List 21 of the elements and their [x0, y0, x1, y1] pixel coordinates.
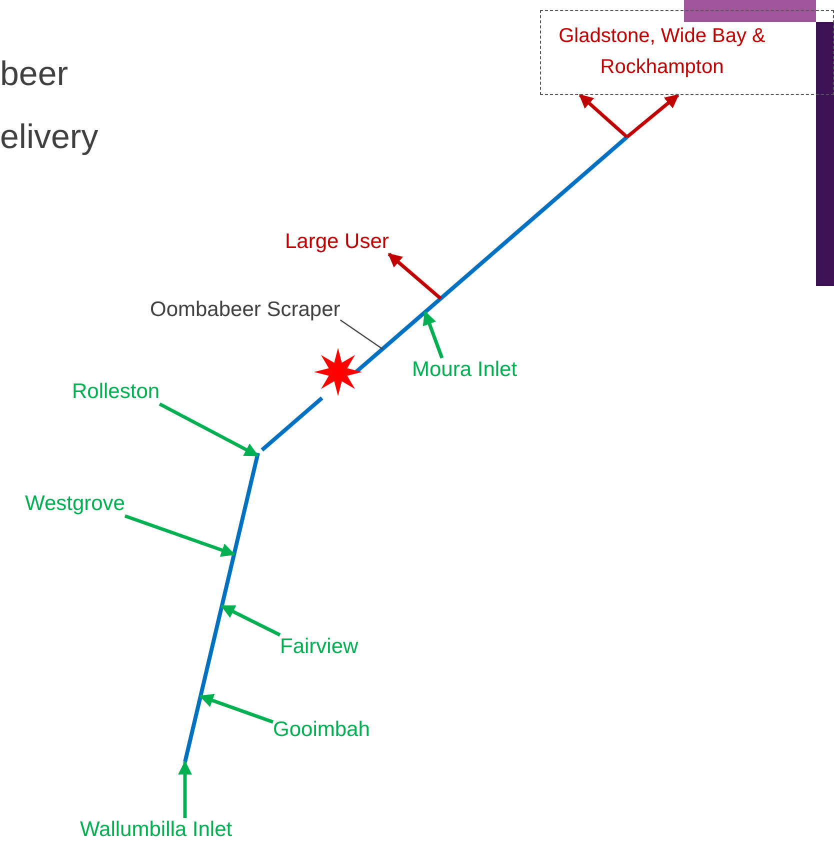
delivery-label: Large User [285, 230, 389, 254]
leader-line [340, 320, 383, 350]
destination-label: Gladstone, Wide Bay & Rockhampton [540, 10, 834, 95]
arrow [124, 514, 236, 557]
inlet-label: Rolleston [72, 380, 160, 404]
inlet-label: Fairview [280, 635, 358, 659]
arrow [626, 94, 680, 138]
arrow [388, 252, 442, 300]
inlet-label: Gooimbah [273, 718, 370, 742]
inlet-label: Westgrove [25, 492, 125, 516]
heading-text: beer [0, 55, 68, 94]
heading-text: elivery [0, 118, 98, 157]
scraper-label: Oombabeer Scraper [150, 298, 340, 322]
arrow [199, 694, 274, 724]
arrow [158, 402, 259, 458]
arrow [422, 310, 444, 359]
inlet-label: Wallumbilla Inlet [80, 818, 232, 842]
arrow [178, 760, 192, 818]
arrow [578, 94, 628, 138]
inlet-label: Moura Inlet [412, 358, 518, 382]
arrow [220, 604, 281, 637]
